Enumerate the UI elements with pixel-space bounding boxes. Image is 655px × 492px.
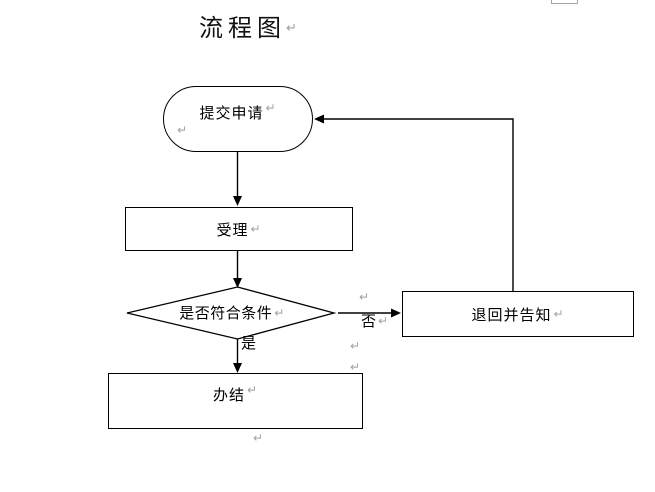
paragraph-mark: ↵ bbox=[286, 21, 297, 36]
arrowhead-down-icon bbox=[233, 196, 242, 206]
node-accept-label: 受理 bbox=[216, 220, 249, 239]
paragraph-mark: ↵ bbox=[359, 290, 370, 304]
paragraph-mark: ↵ bbox=[274, 306, 285, 320]
arrowhead-right-icon bbox=[391, 308, 401, 318]
no-text: 否 bbox=[361, 312, 377, 330]
node-start-label: 提交申请 bbox=[199, 104, 264, 122]
node-complete-label: 办结 bbox=[212, 386, 245, 404]
paragraph-mark: ↵ bbox=[246, 383, 259, 397]
paragraph-mark: ↵ bbox=[250, 222, 262, 236]
paragraph-mark: ↵ bbox=[177, 123, 188, 137]
yes-text: 是 bbox=[241, 334, 257, 352]
node-accept-process[interactable]: 受理↵ bbox=[125, 207, 353, 251]
branch-label-no: 否↵ bbox=[361, 310, 388, 331]
paragraph-mark: ↵ bbox=[350, 360, 361, 374]
node-decision-label[interactable]: 是否符合条件↵ bbox=[127, 302, 337, 323]
cropped-textbox bbox=[551, 0, 578, 4]
page-title-text: 流程图 bbox=[199, 14, 286, 42]
arrowhead-left-icon bbox=[314, 114, 324, 124]
node-return-label: 退回并告知 bbox=[471, 305, 552, 324]
node-complete-process[interactable]: 办结↵ bbox=[108, 373, 363, 429]
page-title: 流程图↵ bbox=[199, 8, 297, 43]
paragraph-mark: ↵ bbox=[553, 307, 565, 321]
paragraph-mark: ↵ bbox=[350, 339, 361, 353]
decision-text: 是否符合条件 bbox=[179, 304, 273, 322]
branch-label-yes: 是 bbox=[241, 332, 256, 353]
connector-return-start bbox=[323, 118, 514, 291]
arrowhead-down-icon bbox=[233, 363, 242, 373]
node-start-terminator[interactable]: 提交申请↵ bbox=[163, 86, 313, 152]
paragraph-mark: ↵ bbox=[253, 431, 264, 445]
arrowhead-down-icon bbox=[233, 278, 242, 288]
paragraph-mark: ↵ bbox=[378, 314, 389, 328]
node-return-process[interactable]: 退回并告知↵ bbox=[402, 291, 634, 337]
paragraph-mark: ↵ bbox=[265, 101, 277, 115]
